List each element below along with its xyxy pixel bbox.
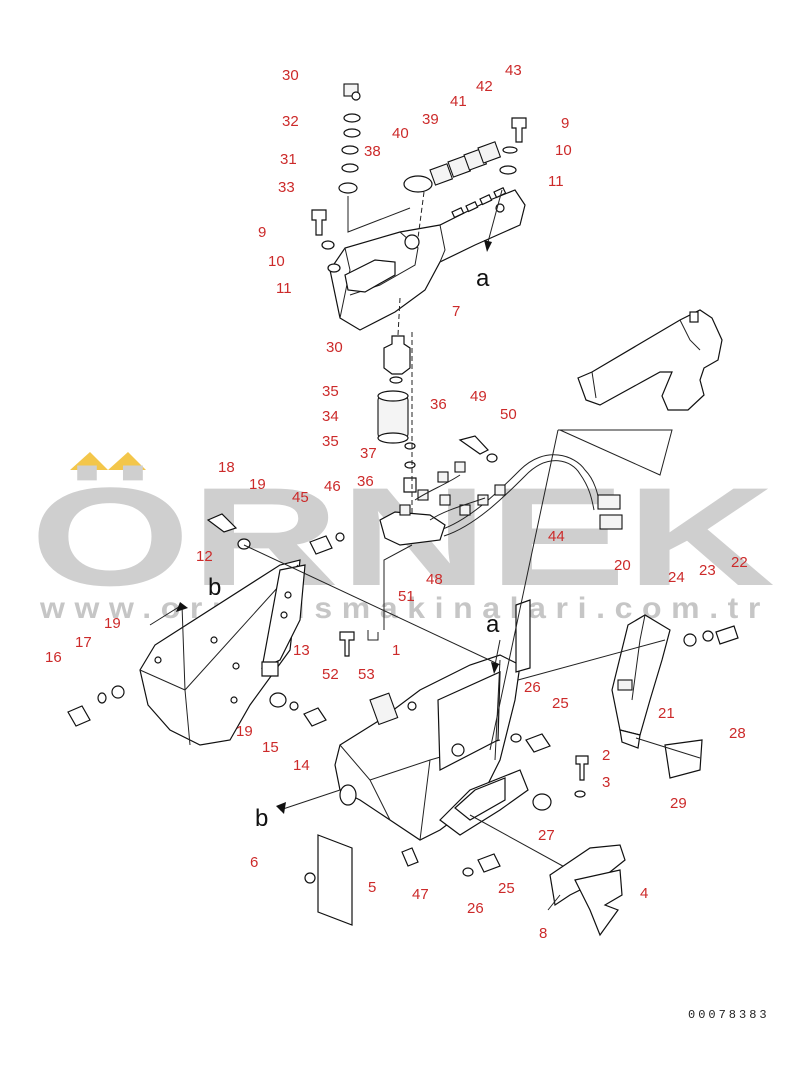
- part-label: 7: [452, 303, 460, 320]
- part-label: 5: [368, 879, 376, 896]
- drawing-code: 00078383: [688, 1008, 770, 1022]
- part-label: 12: [196, 548, 213, 565]
- part-label: 20: [614, 557, 631, 574]
- part-label: 52: [322, 666, 339, 683]
- part-label: 47: [412, 886, 429, 903]
- part-label: 14: [293, 757, 310, 774]
- part-label: 16: [45, 649, 62, 666]
- part-label: 30: [282, 67, 299, 84]
- part-label: 40: [392, 125, 409, 142]
- part-label: 31: [280, 151, 297, 168]
- part-label: 36: [430, 396, 447, 413]
- part-label: 3: [602, 774, 610, 791]
- part-label: 10: [268, 253, 285, 270]
- part-label: 10: [555, 142, 572, 159]
- main-frame: [243, 429, 589, 926]
- part-label: 26: [524, 679, 541, 696]
- part-label: 6: [250, 854, 258, 871]
- part-label: 25: [552, 695, 569, 712]
- part-label: 48: [426, 571, 443, 588]
- watermark-accent-right: [108, 452, 146, 470]
- part-label: 11: [276, 280, 292, 297]
- part-label: 25: [498, 880, 515, 897]
- part-label: 11: [548, 173, 564, 190]
- part-label: 49: [470, 388, 487, 405]
- armrest-assembly: [558, 309, 723, 476]
- control-box-assembly: [311, 83, 527, 336]
- part-label: 29: [670, 795, 687, 812]
- wiring-harness: [206, 435, 623, 657]
- part-label: 35: [322, 433, 339, 450]
- part-label: 9: [561, 115, 569, 132]
- part-label: 32: [282, 113, 299, 130]
- part-label: 2: [602, 747, 610, 764]
- view-letter: b: [255, 805, 268, 832]
- part-label: 46: [324, 478, 341, 495]
- part-label: 19: [236, 723, 253, 740]
- part-label: 17: [75, 634, 92, 651]
- part-label: 45: [292, 489, 309, 506]
- view-letter: b: [208, 574, 221, 601]
- part-label: 43: [505, 62, 522, 79]
- part-label: 27: [538, 827, 555, 844]
- part-label: 35: [322, 383, 339, 400]
- part-label: 44: [548, 528, 565, 545]
- part-label: 22: [731, 554, 748, 571]
- view-letters: a a b b: [208, 265, 500, 832]
- part-label: 37: [360, 445, 377, 462]
- part-label: 8: [539, 925, 547, 942]
- part-label: 34: [322, 408, 339, 425]
- view-letter: a: [486, 611, 500, 638]
- part-label: 21: [658, 705, 675, 722]
- part-label: 1: [392, 642, 400, 659]
- part-label: 23: [699, 562, 716, 579]
- part-label: 24: [668, 569, 685, 586]
- part-label: 9: [258, 224, 266, 241]
- part-label: 18: [218, 459, 235, 476]
- lower-covers: [547, 844, 626, 937]
- part-label: 33: [278, 179, 295, 196]
- view-letter: a: [476, 265, 490, 292]
- part-label: 51: [398, 588, 415, 605]
- part-label: 50: [500, 406, 517, 423]
- part-label: 15: [262, 739, 279, 756]
- part-label: 13: [293, 642, 310, 659]
- part-label: 41: [450, 93, 467, 110]
- right-cover: [517, 614, 739, 779]
- part-label: 28: [729, 725, 746, 742]
- watermark-accent-left: [70, 452, 108, 470]
- part-label: 36: [357, 473, 374, 490]
- side-cover: [67, 559, 327, 746]
- part-label: 19: [104, 615, 121, 632]
- part-label: 53: [358, 666, 375, 683]
- part-label: 42: [476, 78, 493, 95]
- part-label: 38: [364, 143, 381, 160]
- part-label: 30: [326, 339, 343, 356]
- part-label: 4: [640, 885, 648, 902]
- part-label: 39: [422, 111, 439, 128]
- part-labels: 30 32 31 33 9 10 11 38 40 39 41 42 43 9 …: [45, 62, 748, 942]
- part-label: 26: [467, 900, 484, 917]
- part-label: 19: [249, 476, 266, 493]
- relay-assembly: [377, 332, 417, 540]
